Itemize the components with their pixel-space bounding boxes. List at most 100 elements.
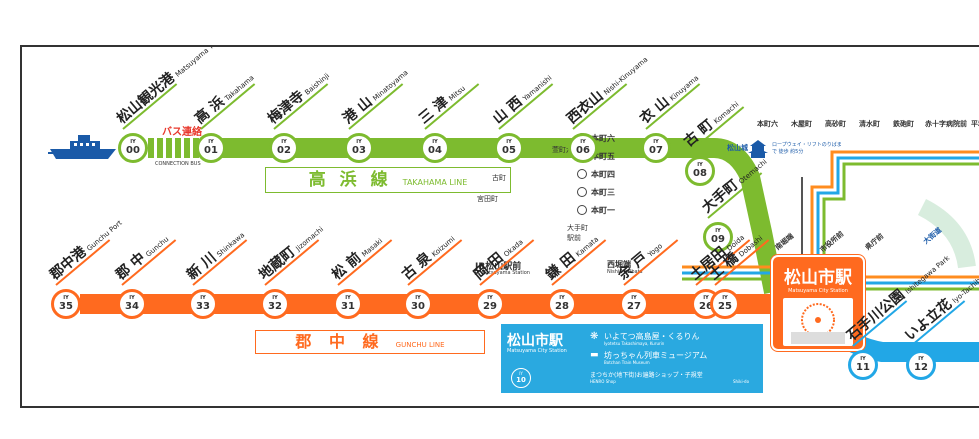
station-iy-label: IY bbox=[200, 295, 206, 301]
info-item-1: 坊っちゃん列車ミュージアム bbox=[604, 351, 708, 360]
station-kanji: 地蔵町 bbox=[256, 243, 299, 284]
castle-label: 松山城 bbox=[727, 144, 748, 152]
station-iy-label: IY bbox=[272, 295, 278, 301]
miyatamachi-label: 宮田町 bbox=[477, 195, 498, 203]
station-number: 34 bbox=[125, 301, 139, 312]
station-name-03: 港 山Minatoyama bbox=[338, 62, 411, 128]
ferry-icon bbox=[48, 135, 116, 159]
station-iy-label: IY bbox=[580, 139, 586, 145]
info-item-0: いよてつ高島屋・くるりん bbox=[604, 332, 700, 341]
top-stop-6: 平和通 bbox=[971, 120, 979, 128]
hommachi-4-label: 本町四 bbox=[591, 170, 615, 179]
station-number: 06 bbox=[576, 145, 590, 156]
station-name-35: 郡中港Gunchu Port bbox=[45, 212, 125, 284]
station-number: 30 bbox=[411, 301, 425, 312]
station-iy-label: IY bbox=[722, 295, 728, 301]
station-number: 26 bbox=[699, 301, 713, 312]
info-item-2-en: HENRO Shop bbox=[590, 379, 616, 384]
takahama-line-title-en: TAKAHAMA LINE bbox=[402, 178, 468, 187]
top-tram-stops: 本町六 木屋町 高砂町 清水町 鉄砲町 赤十字病院前 平和通 bbox=[757, 119, 979, 139]
hommachi-1-label: 本町一 bbox=[591, 206, 615, 215]
station-iy-label: IY bbox=[487, 295, 493, 301]
info-box-iy: IY bbox=[519, 371, 523, 376]
station-number: 01 bbox=[204, 145, 218, 156]
station-iy-label: IY bbox=[506, 139, 512, 145]
station-iy-label: IY bbox=[130, 139, 136, 145]
station-iy-label: IY bbox=[63, 295, 69, 301]
matsuyama-city-station-name: 松山市駅 bbox=[784, 268, 852, 288]
station-iy-label: IY bbox=[918, 356, 924, 362]
station-name-34: 郡 中Gunchu bbox=[111, 228, 172, 284]
station-romaji: Nishi-Kinuyama bbox=[602, 55, 650, 97]
info-box-title-en: Matsuyama City Station bbox=[507, 348, 567, 354]
station-name-05: 山 西Yamanishi bbox=[488, 67, 555, 128]
station-iy-label: IY bbox=[715, 228, 721, 234]
station-iy-label: IY bbox=[653, 139, 659, 145]
connection-bus-label-en: CONNECTION BUS bbox=[155, 161, 201, 167]
connection-bus-label-jp: バス連絡 bbox=[162, 127, 202, 138]
top-stop-3: 清水町 bbox=[859, 120, 880, 128]
gunchu-line-title: 郡 中 線 GUNCHU LINE bbox=[255, 330, 485, 354]
info-item-0-en: Iyotetsu Takashimaya, Kururin bbox=[604, 341, 665, 346]
takahama-line-title-jp: 高 浜 線 bbox=[308, 170, 392, 190]
kayamachi-label: 萱町六 bbox=[552, 146, 573, 154]
top-stop-0: 本町六 bbox=[757, 120, 778, 128]
info-box-station-number: IY 10 bbox=[511, 368, 531, 388]
castle-icon bbox=[748, 140, 768, 158]
station-name-29: 岡 田Okada bbox=[469, 231, 527, 284]
station-number: 02 bbox=[277, 145, 291, 156]
top-stop-4: 鉄砲町 bbox=[893, 120, 914, 128]
station-name-07: 衣 山Kinuyama bbox=[635, 67, 702, 128]
station-iy-label: IY bbox=[703, 295, 709, 301]
info-item-2: まつちか(地下街)お遍路ショップ・子規堂 bbox=[590, 372, 703, 379]
hommachi-5-label: 本町五 bbox=[591, 152, 615, 161]
station-number: 05 bbox=[502, 145, 516, 156]
info-box-title: 松山市駅 bbox=[507, 333, 563, 349]
station-number: 12 bbox=[914, 362, 928, 373]
station-number: 35 bbox=[59, 301, 73, 312]
station-number: 09 bbox=[711, 234, 725, 245]
station-name-31: 松 前Masaki bbox=[327, 230, 386, 284]
station-iy-label: IY bbox=[631, 295, 637, 301]
takahama-line-curve bbox=[682, 138, 784, 294]
station-romaji: Minatoyama bbox=[371, 68, 410, 103]
station-number: 33 bbox=[196, 301, 210, 312]
ropeway-note: ロープウェイ・リフトのりばまで 徒歩 約5分 bbox=[772, 142, 842, 155]
top-stop-2: 高砂町 bbox=[825, 120, 846, 128]
station-name-32: 地蔵町Jizomachi bbox=[254, 218, 327, 284]
station-iy-label: IY bbox=[356, 139, 362, 145]
nishihoribata-label: 西堀端 bbox=[607, 260, 631, 269]
station-iy-label: IY bbox=[345, 295, 351, 301]
station-iy-label: IY bbox=[697, 162, 703, 168]
station-iy-label: IY bbox=[208, 139, 214, 145]
station-iy-label: IY bbox=[129, 295, 135, 301]
top-stop-5: 赤十字病院前 bbox=[925, 120, 967, 128]
station-name-02: 梅津寺Baishinji bbox=[263, 65, 333, 128]
gunchu-line-title-en: GUNCHU LINE bbox=[395, 341, 445, 349]
station-number: 03 bbox=[352, 145, 366, 156]
station-name-04: 三 津Mitsu bbox=[414, 78, 469, 128]
station-number: 31 bbox=[341, 301, 355, 312]
jr-station-label: JR松山駅前 bbox=[475, 262, 522, 272]
station-name-30: 古 泉Koizumi bbox=[397, 228, 458, 284]
gunchu-line-title-jp: 郡 中 線 bbox=[295, 332, 385, 351]
station-iy-label: IY bbox=[432, 139, 438, 145]
train-icon: ▬ bbox=[590, 350, 599, 360]
station-iy-label: IY bbox=[281, 139, 287, 145]
